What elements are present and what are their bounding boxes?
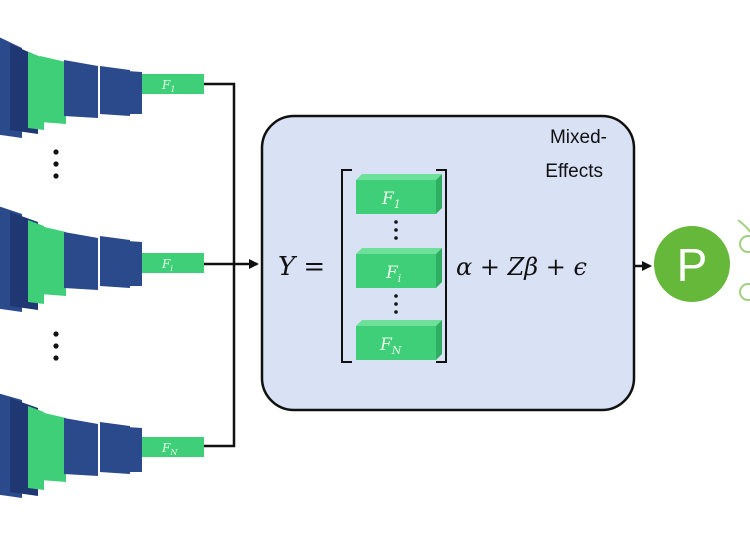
partial-shape-top [737, 219, 750, 233]
left-bracket [341, 169, 352, 363]
svg-text:FN: FN [379, 335, 402, 357]
ellipsis-dots-2 [53, 331, 59, 361]
matrix-dots-2 [394, 294, 398, 314]
box-title-line2: Effects [545, 161, 603, 182]
p-circle [654, 226, 730, 302]
feature-label-1: F1 [161, 78, 175, 94]
mixed-effects-box: Mixed- Effects Y = F1 Fi [260, 114, 636, 412]
feature-label-n: FN [161, 441, 178, 457]
matrix-feature-i: Fi [356, 248, 442, 288]
box-title-line1: Mixed- [550, 127, 607, 148]
right-bracket [436, 169, 447, 363]
svg-text:Fi: Fi [385, 263, 401, 285]
matrix-feature-n: FN [356, 320, 442, 360]
feature-vector-n [142, 437, 204, 457]
cnn-network-n: FN [0, 393, 204, 498]
feature-vector-1 [142, 74, 204, 94]
cnn-network-i: Fi [0, 206, 204, 312]
equation-rhs: α + Zβ + ϵ [456, 253, 587, 281]
connector-lines [204, 82, 259, 448]
partial-shape-1 [739, 235, 750, 253]
svg-text:F1: F1 [381, 189, 401, 211]
cnn-network-1: F1 [0, 37, 204, 138]
partial-shape-2 [739, 283, 750, 301]
p-symbol: P [677, 239, 708, 291]
matrix-feature-1: F1 [356, 174, 442, 214]
feature-vector-i [142, 253, 204, 273]
output-p-node: P [654, 219, 750, 302]
matrix-dots-1 [394, 220, 398, 240]
ellipsis-dots-1 [53, 149, 59, 179]
feature-label-i: Fi [161, 257, 173, 273]
mixed-effects-container [260, 114, 636, 412]
equation-lhs: Y = [278, 252, 325, 282]
